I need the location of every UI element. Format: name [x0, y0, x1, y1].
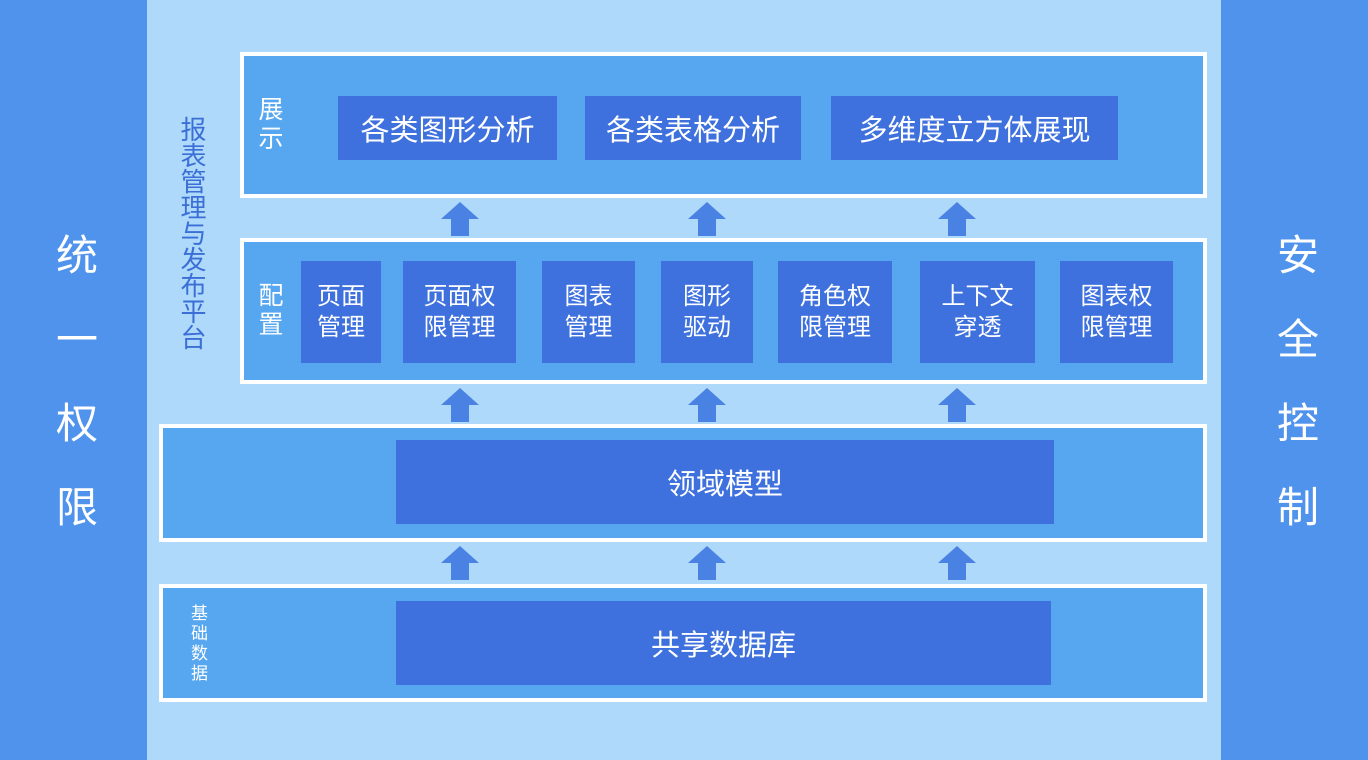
diagram-box-context-drillthrough: 上下文 穿透	[920, 261, 1035, 363]
diagram-box-shared-database: 共享数据库	[396, 601, 1051, 685]
layer-base-data: 基础数据 共享数据库	[159, 584, 1207, 702]
right-banner: 安全控制	[1221, 0, 1368, 760]
up-arrow-icon	[688, 388, 726, 422]
layer-domain-model: 领域模型	[159, 424, 1207, 542]
layer-base-data-label: 基础数据	[187, 604, 207, 684]
diagram-box-chart-permission-mgmt: 图表权 限管理	[1060, 261, 1173, 363]
diagram-box-page-permission-mgmt: 页面权 限管理	[403, 261, 516, 363]
platform-title-vertical: 报表管理与发布平台	[176, 116, 206, 350]
right-banner-label: 安全控制	[1270, 233, 1320, 569]
diagram-box-chart-mgmt: 图表 管理	[542, 261, 635, 363]
diagram-box-cube-display: 多维度立方体展现	[831, 96, 1118, 160]
diagram-box-graph-analysis: 各类图形分析	[338, 96, 557, 160]
up-arrow-icon	[938, 388, 976, 422]
layer-display: 展示 各类图形分析 各类表格分析 多维度立方体展现	[240, 52, 1207, 198]
left-banner-label: 统一权限	[49, 233, 99, 569]
diagram-box-table-analysis: 各类表格分析	[585, 96, 801, 160]
layer-config-label: 配置	[255, 282, 284, 340]
up-arrow-icon	[441, 388, 479, 422]
up-arrow-icon	[938, 546, 976, 580]
diagram-box-role-permission-mgmt: 角色权 限管理	[778, 261, 892, 363]
diagram-box-domain-model: 领域模型	[396, 440, 1054, 524]
up-arrow-icon	[441, 202, 479, 236]
up-arrow-icon	[938, 202, 976, 236]
up-arrow-icon	[441, 546, 479, 580]
layer-display-label: 展示	[255, 96, 284, 154]
diagram-box-graph-driven: 图形 驱动	[661, 261, 753, 363]
up-arrow-icon	[688, 202, 726, 236]
layer-config: 配置 页面 管理 页面权 限管理 图表 管理 图形 驱动 角色权 限管理 上下文…	[240, 238, 1207, 384]
diagram-box-page-mgmt: 页面 管理	[301, 261, 381, 363]
left-banner: 统一权限	[0, 0, 147, 760]
up-arrow-icon	[688, 546, 726, 580]
